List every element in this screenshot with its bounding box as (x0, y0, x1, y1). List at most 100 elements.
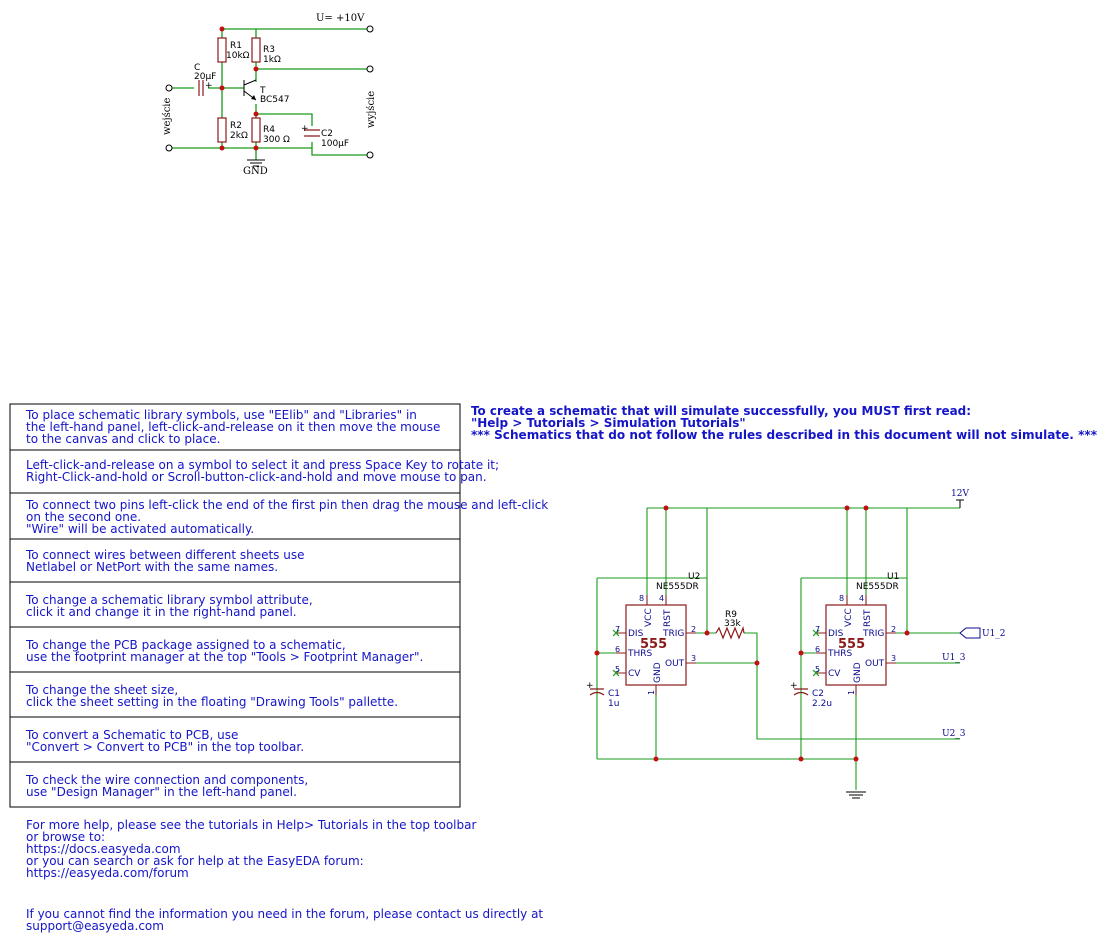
help-text: To check the wire connection and compone… (25, 773, 308, 787)
help-text: click it and change it in the right-hand… (26, 605, 297, 619)
warning-line: "Help > Tutorials > Simulation Tutorials… (471, 416, 746, 430)
r2-name: R2 (230, 121, 242, 131)
netlabel-u1-3: U1_3 (942, 653, 966, 663)
u2-vcc: VCC (644, 608, 654, 627)
help-text: click the sheet setting in the floating … (26, 695, 398, 709)
help-panel: To place schematic library symbols, use … (9, 403, 548, 933)
amplifier-schematic: U= +10V R1 10kΩ R3 1kΩ C 20μF + T BC547 … (162, 13, 377, 177)
c-plus: + (205, 81, 213, 91)
u1-pin1: 1 (847, 690, 856, 695)
u2-rst: RST (663, 609, 673, 627)
u2-pin2: 2 (691, 625, 696, 634)
simulation-warning: To create a schematic that will simulate… (471, 404, 1098, 442)
u1-gnd: GND (853, 662, 863, 683)
u2-trig: TRIG (662, 629, 684, 639)
r1-value: 10kΩ (226, 51, 250, 61)
help-text: to the canvas and click to place. (26, 432, 220, 446)
help-text: To change a schematic library symbol att… (25, 593, 313, 607)
footer-text: or you can search or ask for help at the… (26, 854, 364, 868)
forum-link[interactable]: https://easyeda.com/forum (26, 866, 189, 880)
help-text: the left-hand panel, left-click-and-rele… (26, 420, 440, 434)
help-text: use "Design Manager" in the left-hand pa… (26, 785, 297, 799)
r3-name: R3 (263, 45, 275, 55)
u2-ref: U2 (688, 572, 700, 582)
supply-label: U= +10V (316, 13, 365, 24)
c-name: C (194, 63, 200, 73)
r4-value: 300 Ω (263, 135, 290, 145)
u2-cv: CV (628, 669, 641, 679)
r9-name: R9 (725, 610, 737, 620)
t-value: BC547 (260, 95, 289, 105)
u1-ref: U1 (887, 572, 899, 582)
u1-pin3: 3 (891, 654, 896, 663)
support-email-link[interactable]: support@easyeda.com (26, 919, 164, 933)
c2t-name: C2 (812, 689, 824, 699)
help-text: To connect two pins left-click the end o… (25, 498, 548, 512)
warning-line: *** Schematics that do not follow the ru… (471, 428, 1098, 442)
u2-pin6: 6 (615, 645, 620, 654)
u1-part: NE555DR (856, 582, 899, 592)
u1-core: 555 (838, 637, 865, 652)
netport-u1-2: U1_2 (982, 629, 1006, 639)
gnd-label: GND (243, 166, 268, 177)
u2-out: OUT (665, 659, 685, 669)
c1-value: 1u (608, 699, 619, 709)
help-text: "Wire" will be activated automatically. (26, 522, 254, 536)
u2-thrs: THRS (627, 649, 653, 659)
u1-vcc: VCC (844, 608, 854, 627)
help-text: Left-click-and-release on a symbol to se… (26, 458, 499, 472)
r3-value: 1kΩ (263, 55, 281, 65)
timer-schematic: 12V (586, 489, 1006, 799)
u2-pin3: 3 (691, 654, 696, 663)
c1-plus: + (586, 681, 594, 691)
u2-pin4: 4 (659, 594, 664, 603)
u1-pin6: 6 (815, 645, 820, 654)
u1-out: OUT (865, 659, 885, 669)
netlabel-u2-3: U2_3 (942, 729, 966, 739)
u1-rst: RST (863, 609, 873, 627)
help-text: Right-Click-and-hold or Scroll-button-cl… (26, 470, 487, 484)
u2-dis: DIS (628, 629, 644, 639)
help-text: Netlabel or NetPort with the same names. (26, 560, 278, 574)
u1-pin4: 4 (859, 594, 864, 603)
footer-text: or browse to: (26, 830, 105, 844)
help-text: To connect wires between different sheet… (25, 548, 304, 562)
u2-gnd: GND (653, 662, 663, 683)
footer-text: For more help, please see the tutorials … (26, 818, 476, 832)
u2-pin7: 7 (615, 625, 620, 634)
output-label: wyjście (366, 91, 377, 128)
u2-part: NE555DR (656, 582, 699, 592)
contact-text: If you cannot find the information you n… (26, 907, 543, 921)
u1-pin8: 8 (839, 594, 844, 603)
r9-value: 33k (724, 619, 741, 629)
help-text: use the footprint manager at the top "To… (26, 650, 423, 664)
input-label: wejście (162, 97, 173, 135)
r2-value: 2kΩ (230, 131, 248, 141)
c2-value: 100μF (321, 139, 349, 149)
u1-trig: TRIG (862, 629, 884, 639)
u2-pin1: 1 (647, 690, 656, 695)
help-text: To place schematic library symbols, use … (25, 408, 417, 422)
help-text: To convert a Schematic to PCB, use (25, 728, 238, 742)
c-value: 20μF (194, 72, 216, 82)
supply-12v-label: 12V (951, 489, 969, 499)
u1-pin5: 5 (815, 665, 820, 674)
u2-pin8: 8 (639, 594, 644, 603)
warning-line: To create a schematic that will simulate… (471, 404, 971, 418)
c2-plus: + (301, 124, 309, 134)
help-text: "Convert > Convert to PCB" in the top to… (26, 740, 304, 754)
u1-dis: DIS (828, 629, 844, 639)
r4-name: R4 (263, 125, 275, 135)
c2t-plus: + (790, 681, 798, 691)
u1-pin2: 2 (891, 625, 896, 634)
u2-core: 555 (640, 637, 667, 652)
docs-link[interactable]: https://docs.easyeda.com (26, 842, 181, 856)
c2-name: C2 (321, 129, 333, 139)
u1-pin7: 7 (815, 625, 820, 634)
r1-name: R1 (230, 41, 242, 51)
c1-name: C1 (608, 689, 620, 699)
u1-thrs: THRS (827, 649, 853, 659)
u2-pin5: 5 (615, 665, 620, 674)
help-text: on the second one. (26, 510, 141, 524)
